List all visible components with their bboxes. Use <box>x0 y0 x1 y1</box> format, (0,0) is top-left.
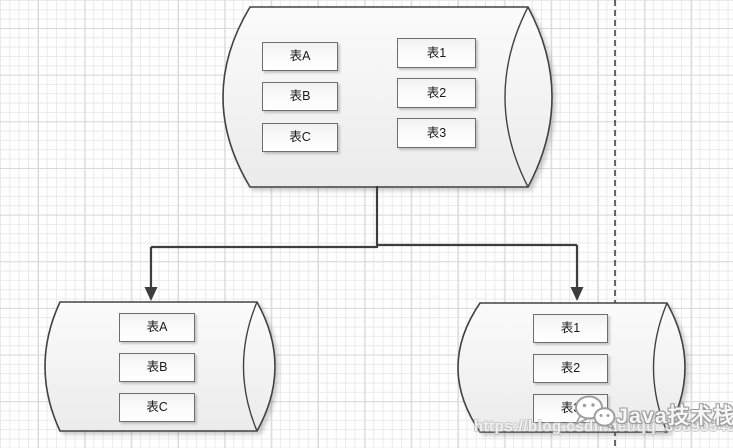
table-box-top-b: 表B <box>262 82 338 111</box>
table-box-bottom-left-a: 表A <box>119 313 195 342</box>
arrowhead-left-icon <box>144 287 158 301</box>
watermark-brand: Java技术栈 <box>616 404 733 428</box>
table-box-bottom-right-2: 表2 <box>533 354 608 383</box>
table-box-top-a: 表A <box>262 42 338 71</box>
bottom-left-database-end-cap <box>242 301 258 432</box>
table-box-bottom-left-c: 表C <box>119 393 195 422</box>
table-box-bottom-right-1: 表1 <box>533 314 608 343</box>
arrowhead-right-icon <box>570 287 584 301</box>
table-box-bottom-left-b: 表B <box>119 353 195 382</box>
wechat-icon <box>575 395 616 430</box>
table-box-top-2: 表2 <box>397 78 476 108</box>
top-database-end-cap <box>504 6 529 188</box>
bottom-right-database-end-cap <box>652 302 668 433</box>
table-box-top-1: 表1 <box>397 38 476 68</box>
table-box-top-c: 表C <box>262 123 338 152</box>
table-box-top-3: 表3 <box>397 118 476 148</box>
